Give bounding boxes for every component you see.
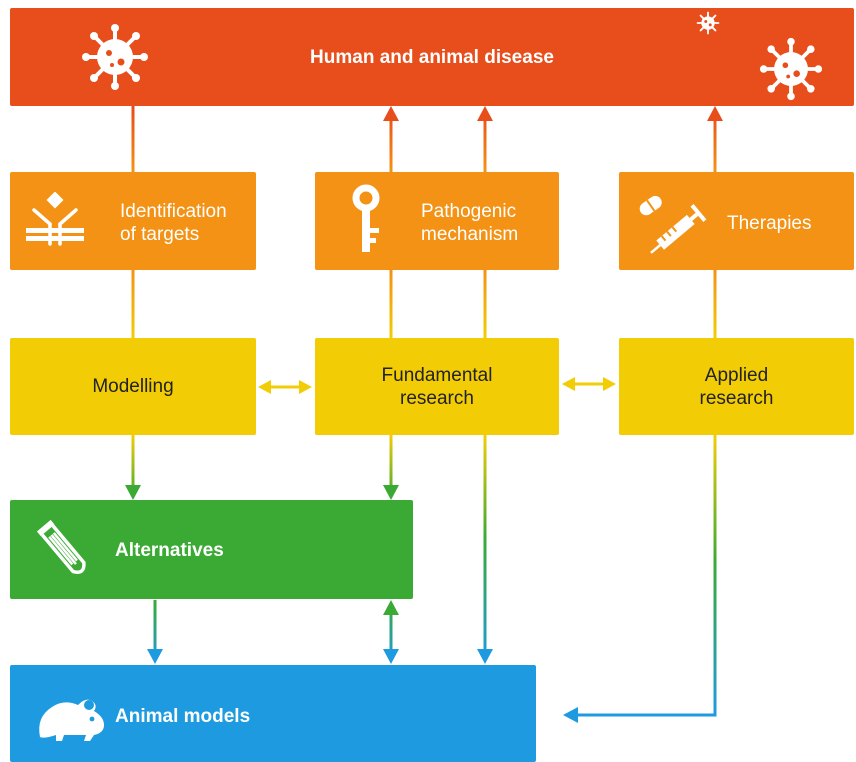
fundamental-label-line2: research — [400, 387, 474, 409]
syringe-pill-icon — [639, 195, 707, 254]
arrowhead-down — [147, 649, 163, 664]
arrowhead-down — [125, 485, 141, 500]
alternatives-label: Alternatives — [115, 540, 224, 561]
arrowhead-down — [383, 649, 399, 664]
connector-applied-animal-models — [578, 435, 717, 717]
top-bar-label: Human and animal disease — [310, 46, 554, 68]
virus-icon — [82, 24, 148, 90]
box-identification-of-targets: Identification of targets — [10, 172, 256, 270]
pathogenic-label-line2: mechanism — [421, 224, 519, 245]
arrowhead-right — [299, 380, 312, 394]
arrowhead-down — [383, 485, 399, 500]
box-alternatives: Alternatives — [10, 500, 413, 599]
virus-icon — [759, 37, 823, 101]
identification-label-line1: Identification — [120, 201, 227, 222]
arrowhead-right — [603, 377, 616, 391]
fundamental-label-line1: Fundamental — [381, 364, 493, 386]
box-pathogenic-mechanism: Pathogenic mechanism — [315, 172, 559, 270]
box-fundamental-research: Fundamental research — [315, 338, 559, 435]
top-bar-human-animal-disease: Human and animal disease — [10, 8, 854, 106]
key-icon — [352, 184, 380, 252]
applied-label-line1: Applied — [704, 364, 769, 386]
box-applied-research: Applied research — [619, 338, 854, 435]
animal-models-label: Animal models — [115, 706, 251, 727]
arrowhead-up — [707, 106, 723, 121]
arrowhead-left — [562, 377, 575, 391]
arrowhead-up — [477, 106, 493, 121]
arrowhead-up — [383, 600, 399, 615]
box-therapies: Therapies — [619, 172, 854, 270]
arrowhead-left — [258, 380, 271, 394]
antibody-receptor-icon — [26, 192, 84, 246]
arrowhead-down — [477, 649, 493, 664]
mouse-icon — [39, 699, 105, 741]
arrowhead-left — [563, 707, 578, 723]
identification-label-line2: of targets — [120, 224, 200, 245]
test-tube-icon — [36, 519, 86, 574]
virus-icon — [696, 11, 720, 35]
box-modelling: Modelling — [10, 338, 256, 435]
applied-label-line2: research — [699, 387, 774, 409]
modelling-label: Modelling — [92, 376, 174, 397]
arrowhead-up — [383, 106, 399, 121]
pathogenic-label-line1: Pathogenic — [421, 201, 517, 222]
therapies-label: Therapies — [727, 213, 812, 234]
box-animal-models: Animal models — [10, 665, 536, 762]
